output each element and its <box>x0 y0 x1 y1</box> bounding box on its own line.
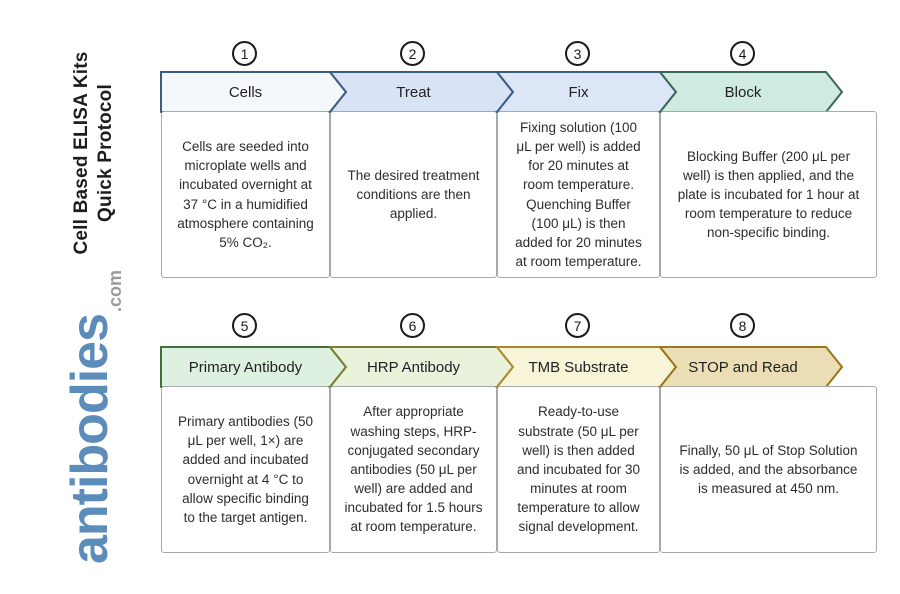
page-title: Cell Based ELISA Kits Quick Protocol <box>70 33 122 273</box>
step-number: 4 <box>738 45 747 62</box>
step-number-badge: 2 <box>400 41 425 66</box>
step-arrow-label: Block <box>724 83 762 101</box>
page-title-line2: Quick Protocol <box>94 84 116 222</box>
step-description: Cells are seeded into microplate wells a… <box>161 111 330 278</box>
step-description: The desired treatment conditions are the… <box>330 111 497 278</box>
step-number: 8 <box>738 317 747 334</box>
step-number: 3 <box>573 45 582 62</box>
step-number-badge: 8 <box>730 313 755 338</box>
step-description: Primary antibodies (50 μL per well, 1×) … <box>161 386 330 553</box>
step-number-badge: 4 <box>730 41 755 66</box>
step-number-badge: 7 <box>565 313 590 338</box>
brand-suffix: .com <box>105 269 125 312</box>
step-description: Ready-to-use substrate (50 μL per well) … <box>497 386 660 553</box>
step-arrow-label: Primary Antibody <box>188 358 303 376</box>
step-description: After appropriate washing steps, HRP-con… <box>330 386 497 553</box>
step-arrow-label: Treat <box>396 83 431 101</box>
step-number-badge: 6 <box>400 313 425 338</box>
step-number: 1 <box>240 45 249 62</box>
page-title-line1: Cell Based ELISA Kits <box>71 51 92 255</box>
step-number-badge: 3 <box>565 41 590 66</box>
step-number-badge: 1 <box>232 41 257 66</box>
step-number: 5 <box>240 317 249 334</box>
step-arrow-label: Fix <box>568 83 589 101</box>
step-arrow-label: Cells <box>228 83 263 101</box>
brand-logo: antibodies.com <box>58 258 125 578</box>
brand-name: antibodies <box>61 314 119 565</box>
step-number: 2 <box>408 45 417 62</box>
step-number-badge: 5 <box>232 313 257 338</box>
step-number: 7 <box>573 317 582 334</box>
step-number: 6 <box>408 317 417 334</box>
step-description: Blocking Buffer (200 μL per well) is the… <box>660 111 877 278</box>
step-description: Fixing solution (100 μL per well) is add… <box>497 111 660 278</box>
step-arrow-label: TMB Substrate <box>528 358 629 376</box>
step-description: Finally, 50 μL of Stop Solution is added… <box>660 386 877 553</box>
step-arrow-label: HRP Antibody <box>366 358 461 376</box>
step-arrow-label: STOP and Read <box>688 358 798 376</box>
